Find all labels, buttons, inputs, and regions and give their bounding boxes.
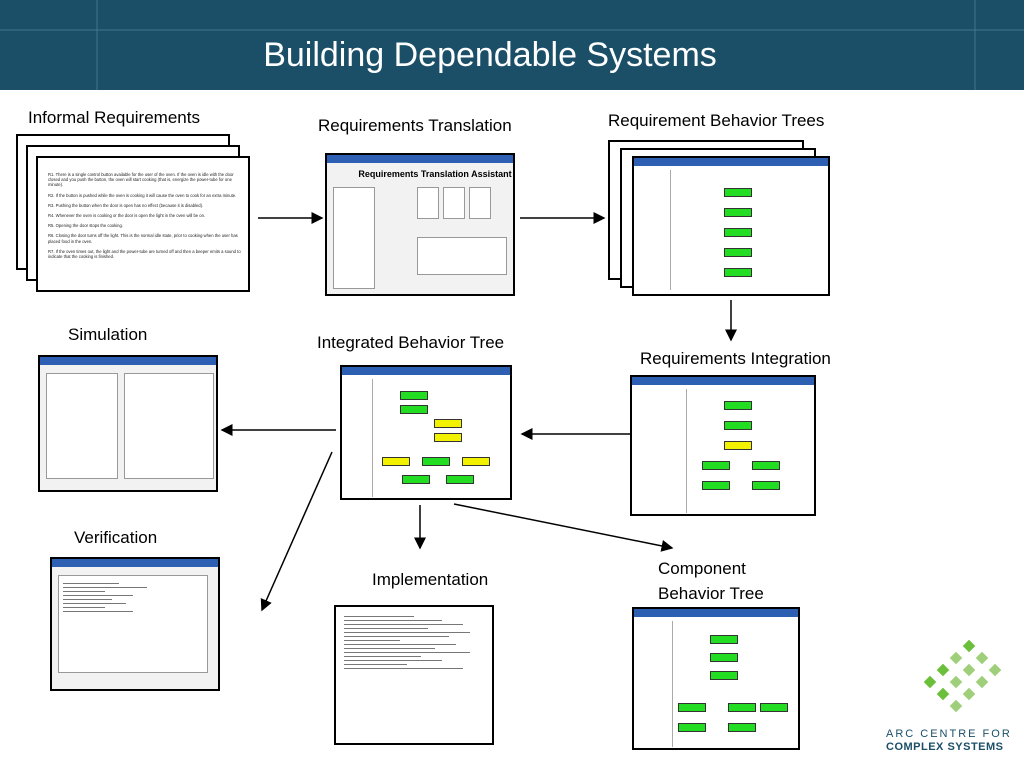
- logo-diamond: [935, 662, 951, 678]
- logo-diamond: [948, 674, 964, 690]
- tree-node: [724, 268, 752, 277]
- arrow-integrated-to-verification: [260, 451, 333, 612]
- label-component-line1: Component: [658, 559, 746, 578]
- behavior-tree-window-front: [632, 156, 830, 296]
- logo-diamond: [961, 686, 977, 702]
- tree-node: [752, 481, 780, 490]
- tool-output-box: [417, 237, 507, 275]
- requirement-r5: R5. Opening the door stops the cooking.: [48, 223, 123, 229]
- tree-node: [434, 419, 462, 428]
- tree-node: [724, 441, 752, 450]
- tree-node: [462, 457, 490, 466]
- tree-node: [402, 475, 430, 484]
- tree-node: [678, 703, 706, 712]
- requirements-document: R1. There is a single control button ava…: [36, 156, 250, 292]
- label-simulation: Simulation: [68, 325, 148, 344]
- requirement-r2: R2. If the button is pushed while the ov…: [48, 192, 237, 198]
- slide-title: Building Dependable Systems: [263, 36, 717, 74]
- tool-list-3: [469, 187, 491, 219]
- tree-node: [702, 481, 730, 490]
- window-titlebar: [327, 155, 513, 163]
- tree-node: [434, 433, 462, 442]
- tree-node: [422, 457, 450, 466]
- verification-code-panel: [58, 575, 208, 673]
- logo-diamond: [974, 650, 990, 666]
- logo-diamond: [922, 674, 938, 690]
- tree-sidebar: [638, 170, 671, 290]
- tree-node: [724, 228, 752, 237]
- translation-tool-heading: Requirements Translation Assistant: [358, 169, 512, 179]
- tree-node: [400, 405, 428, 414]
- logo-diamond: [987, 662, 1003, 678]
- integrated-tree-screenshot: [340, 365, 512, 500]
- requirement-r3: R3. Pushing the button when the door is …: [48, 202, 204, 208]
- tool-list-2: [443, 187, 465, 219]
- logo-diamond: [948, 698, 964, 714]
- simulation-panel-left: [46, 373, 118, 479]
- label-verification: Verification: [74, 528, 158, 547]
- tree-node: [678, 723, 706, 732]
- tree-node: [710, 653, 738, 662]
- tree-node: [724, 421, 752, 430]
- requirement-r7: R7. If the oven times out, the light and…: [48, 248, 241, 260]
- component-tree-screenshot: [632, 607, 800, 750]
- logo-diamond: [935, 686, 951, 702]
- tree-node: [702, 461, 730, 470]
- label-requirements-translation: Requirements Translation: [318, 116, 512, 135]
- arc-centre-logo: [922, 640, 1003, 714]
- logo-diamond: [948, 650, 964, 666]
- label-integrated-behavior-tree: Integrated Behavior Tree: [317, 333, 505, 352]
- label-requirements-integration: Requirements Integration: [640, 349, 831, 368]
- translation-tool-screenshot: Requirements Translation Assistant: [325, 153, 515, 296]
- tree-node: [724, 248, 752, 257]
- requirements-integration-screenshot: [630, 375, 816, 516]
- tree-node: [724, 401, 752, 410]
- logo-line-1: ARC CENTRE FOR: [886, 728, 1012, 740]
- label-component-line2: Behavior Tree: [658, 584, 764, 603]
- title-bar: Building Dependable Systems: [0, 0, 1024, 90]
- tree-node: [446, 475, 474, 484]
- tree-node: [724, 188, 752, 197]
- tree-node: [400, 391, 428, 400]
- tree-node: [724, 208, 752, 217]
- tree-node: [382, 457, 410, 466]
- logo-line-2: COMPLEX SYSTEMS: [886, 741, 1004, 753]
- logo-diamond: [961, 662, 977, 678]
- implementation-code-screenshot: [334, 605, 494, 745]
- label-requirement-behavior-trees: Requirement Behavior Trees: [608, 111, 825, 130]
- tree-node: [728, 723, 756, 732]
- header-grid-pattern: [0, 0, 1024, 90]
- logo-diamond: [974, 674, 990, 690]
- logo-text: ARC CENTRE FOR COMPLEX SYSTEMS: [886, 728, 1024, 754]
- label-informal-requirements: Informal Requirements: [28, 108, 200, 127]
- tool-panel-left: [333, 187, 375, 289]
- tree-node: [728, 703, 756, 712]
- verification-screenshot: [50, 557, 220, 691]
- simulation-panel-right: [124, 373, 214, 479]
- tree-node: [760, 703, 788, 712]
- arrow-integrated-to-component: [453, 503, 674, 552]
- tree-node: [752, 461, 780, 470]
- logo-diamond: [961, 640, 977, 654]
- requirement-r4: R4. Whenever the oven is cooking or the …: [48, 213, 206, 219]
- simulation-screenshot: [38, 355, 218, 492]
- tree-node: [710, 635, 738, 644]
- tree-node: [710, 671, 738, 680]
- tool-list-1: [417, 187, 439, 219]
- requirement-r1: R1. There is a single control button ava…: [48, 172, 234, 188]
- label-implementation: Implementation: [372, 570, 489, 589]
- requirement-r6: R6. Closing the door turns off the light…: [48, 233, 238, 244]
